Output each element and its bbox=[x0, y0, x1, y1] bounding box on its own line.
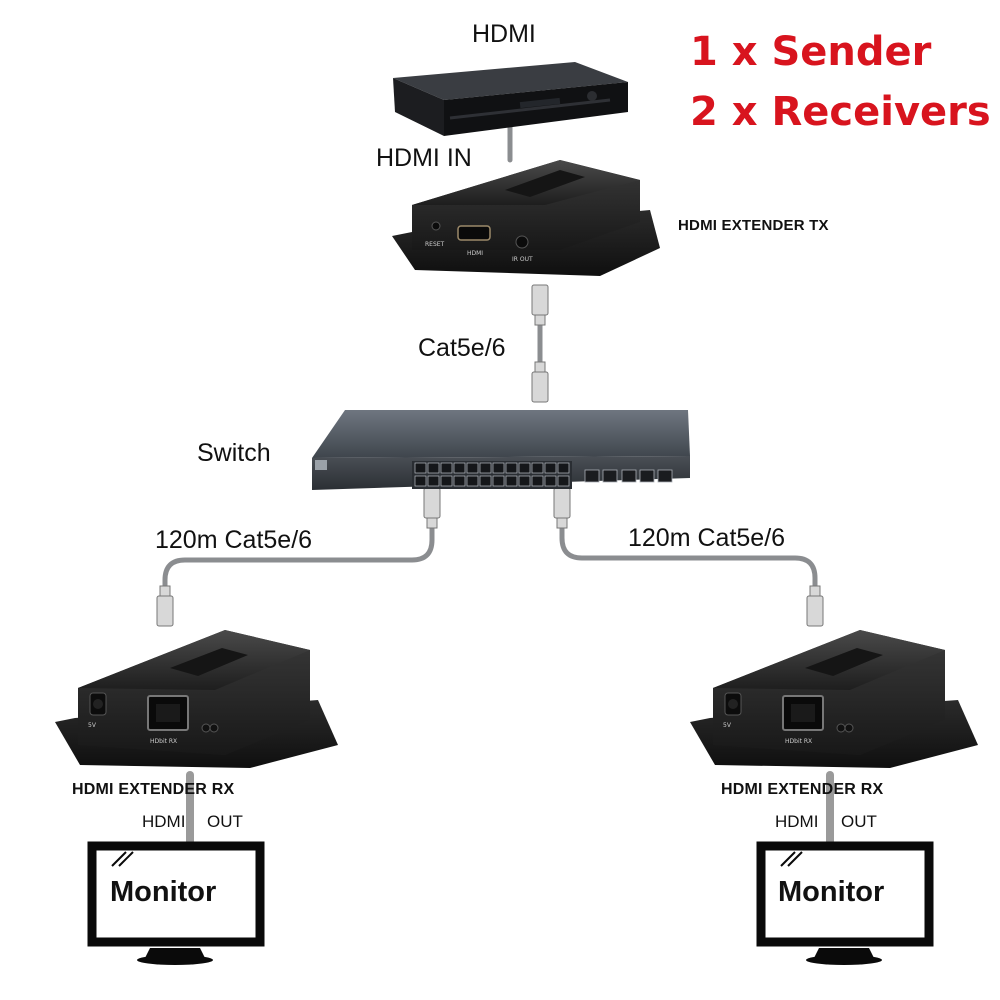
left-branch-cable bbox=[162, 497, 435, 623]
left-rx-port-hdbit: HDbit RX bbox=[150, 738, 178, 745]
left-cable-label: 120m Cat5e/6 bbox=[155, 526, 313, 554]
left-out-label: OUT bbox=[207, 812, 243, 831]
left-monitor-label: Monitor bbox=[110, 876, 217, 908]
right-monitor-graphic bbox=[756, 841, 934, 965]
right-rx-port-hdbit: HDbit RX bbox=[785, 738, 813, 745]
hdmi-in-label: HDMI IN bbox=[376, 144, 472, 172]
right-branch-cable bbox=[559, 497, 818, 623]
right-monitor-label: Monitor bbox=[778, 876, 885, 908]
switch-port bbox=[505, 462, 518, 474]
switch-port bbox=[531, 475, 544, 487]
switch-port bbox=[505, 475, 518, 487]
left-hdmi-extender-rx-graphic bbox=[55, 630, 338, 768]
left-receiver-label: HDMI EXTENDER RX bbox=[72, 781, 235, 798]
tx-port-hdmi: HDMI bbox=[467, 250, 484, 257]
switch-port bbox=[427, 475, 440, 487]
switch-label: Switch bbox=[197, 439, 271, 467]
switch-port bbox=[544, 462, 557, 474]
rj45-connector bbox=[423, 487, 441, 529]
switch-port bbox=[492, 475, 505, 487]
rj45-connector bbox=[156, 585, 174, 627]
left-hdmi-output-label: HDMI bbox=[142, 812, 186, 831]
switch-port bbox=[557, 475, 570, 487]
switch-port bbox=[518, 475, 531, 487]
switch-port bbox=[479, 462, 492, 474]
title-line-2: 2 x Receivers bbox=[690, 89, 991, 135]
left-monitor-graphic bbox=[87, 841, 265, 965]
switch-port bbox=[427, 462, 440, 474]
switch-port bbox=[557, 462, 570, 474]
tx-port-reset: RESET bbox=[425, 241, 445, 248]
source-label: HDMI bbox=[472, 20, 536, 48]
left-rx-port-5v: 5V bbox=[88, 722, 96, 729]
tx-port-ir-out: IR OUT bbox=[512, 256, 533, 263]
right-hdmi-extender-rx-graphic bbox=[690, 630, 978, 768]
switch-port bbox=[440, 475, 453, 487]
switch-port-grid bbox=[414, 462, 570, 487]
switch-port bbox=[453, 462, 466, 474]
right-cable-label: 120m Cat5e/6 bbox=[628, 524, 786, 552]
right-hdmi-output-label: HDMI bbox=[775, 812, 819, 831]
right-receiver-label: HDMI EXTENDER RX bbox=[721, 781, 884, 798]
switch-port bbox=[492, 462, 505, 474]
right-rx-port-5v: 5V bbox=[723, 722, 731, 729]
rj45-connector bbox=[531, 284, 549, 326]
switch-port bbox=[466, 462, 479, 474]
rj45-connector bbox=[806, 585, 824, 627]
switch-port bbox=[531, 462, 544, 474]
rj45-connector bbox=[553, 487, 571, 529]
rj45-connector bbox=[531, 361, 549, 403]
switch-port bbox=[414, 462, 427, 474]
switch-port bbox=[414, 475, 427, 487]
switch-port bbox=[479, 475, 492, 487]
switch-port bbox=[466, 475, 479, 487]
hdmi-extender-tx-graphic bbox=[392, 160, 660, 276]
transmitter-label: HDMI EXTENDER TX bbox=[678, 217, 829, 234]
title-line-1: 1 x Sender bbox=[690, 29, 932, 75]
blu-ray-player-graphic bbox=[393, 62, 628, 136]
rj45-connectors bbox=[156, 284, 824, 627]
switch-port bbox=[544, 475, 557, 487]
switch-port bbox=[518, 462, 531, 474]
network-switch-graphic bbox=[312, 410, 690, 490]
right-out-label: OUT bbox=[841, 812, 877, 831]
uplink-cable-label: Cat5e/6 bbox=[418, 334, 506, 362]
switch-port bbox=[440, 462, 453, 474]
switch-port bbox=[453, 475, 466, 487]
